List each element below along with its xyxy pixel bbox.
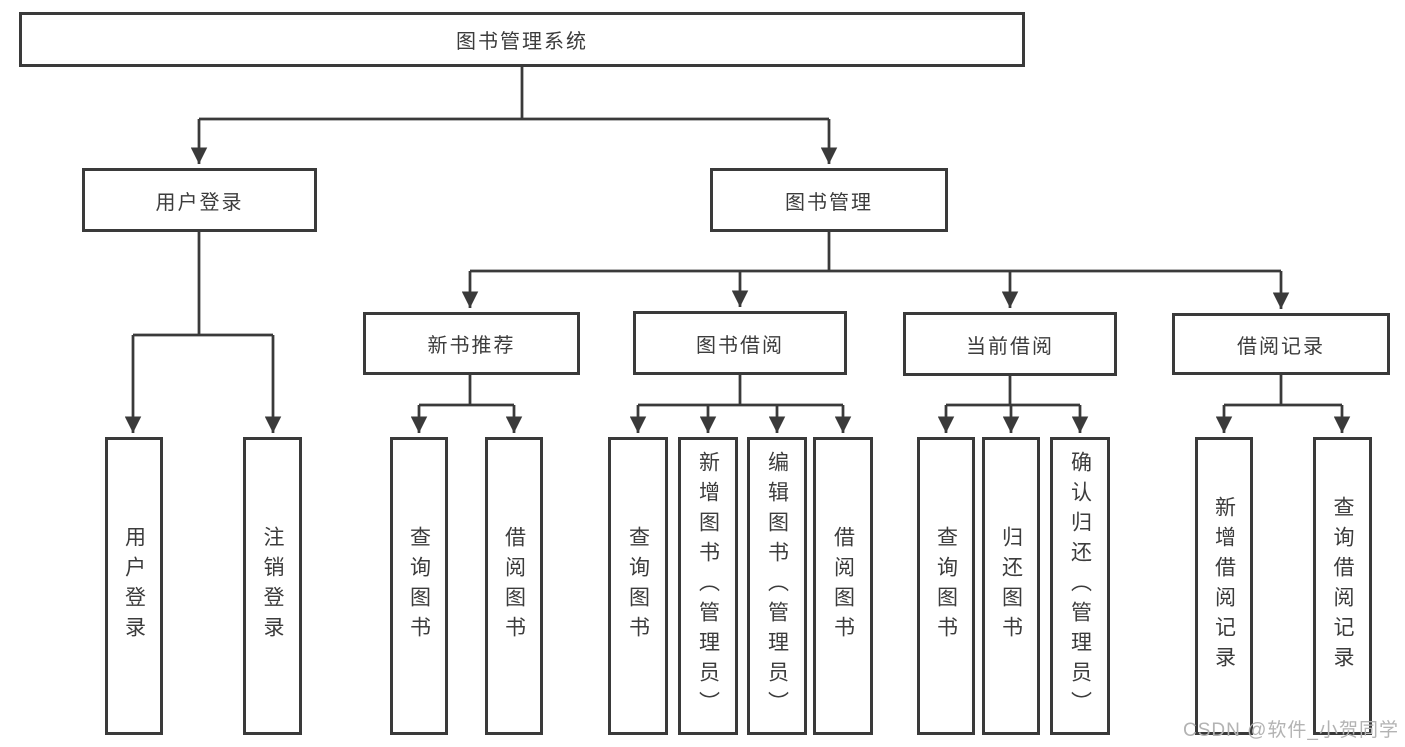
node-user-login-branch: 用户登录 bbox=[82, 168, 317, 232]
leaf-confirm-return-admin: 确认归还（管理员） bbox=[1050, 437, 1110, 735]
leaf-add-book-admin-label: 新增图书（管理员） bbox=[696, 451, 720, 721]
leaf-query-books-current-label: 查询图书 bbox=[934, 526, 958, 646]
csdn-watermark: CSDN @软件_小贺同学 bbox=[1183, 720, 1399, 741]
node-book-borrow-branch: 图书借阅 bbox=[633, 311, 847, 375]
leaf-borrow-books-newbooks: 借阅图书 bbox=[485, 437, 543, 735]
leaf-logout: 注销登录 bbox=[243, 437, 302, 735]
leaf-confirm-return-admin-label: 确认归还（管理员） bbox=[1068, 451, 1092, 721]
node-current-borrow-branch: 当前借阅 bbox=[903, 312, 1117, 376]
node-borrow-records-branch: 借阅记录 bbox=[1172, 313, 1390, 375]
leaf-query-borrow-record: 查询借阅记录 bbox=[1313, 437, 1372, 735]
leaf-borrow-books-borrow-label: 借阅图书 bbox=[831, 526, 855, 646]
node-new-books-branch: 新书推荐 bbox=[363, 312, 580, 375]
leaf-query-books-borrow-label: 查询图书 bbox=[626, 526, 650, 646]
leaf-edit-book-admin-label: 编辑图书（管理员） bbox=[765, 451, 789, 721]
leaf-query-borrow-record-label: 查询借阅记录 bbox=[1331, 496, 1354, 676]
leaf-add-book-admin: 新增图书（管理员） bbox=[678, 437, 738, 735]
leaf-user-login: 用户登录 bbox=[105, 437, 163, 735]
leaf-add-borrow-record: 新增借阅记录 bbox=[1195, 437, 1253, 735]
leaf-borrow-books-newbooks-label: 借阅图书 bbox=[502, 526, 526, 646]
leaf-return-book-label: 归还图书 bbox=[999, 526, 1023, 646]
leaf-user-login-label: 用户登录 bbox=[122, 526, 146, 646]
leaf-borrow-books-borrow: 借阅图书 bbox=[813, 437, 873, 735]
leaf-add-borrow-record-label: 新增借阅记录 bbox=[1212, 496, 1236, 676]
node-book-management-branch: 图书管理 bbox=[710, 168, 948, 232]
leaf-query-books-borrow: 查询图书 bbox=[608, 437, 668, 735]
leaf-query-books-newbooks: 查询图书 bbox=[390, 437, 448, 735]
leaf-return-book: 归还图书 bbox=[982, 437, 1040, 735]
leaf-query-books-newbooks-label: 查询图书 bbox=[407, 526, 431, 646]
leaf-logout-label: 注销登录 bbox=[261, 526, 284, 646]
leaf-query-books-current: 查询图书 bbox=[917, 437, 975, 735]
node-system-root: 图书管理系统 bbox=[19, 12, 1025, 67]
leaf-edit-book-admin: 编辑图书（管理员） bbox=[747, 437, 807, 735]
